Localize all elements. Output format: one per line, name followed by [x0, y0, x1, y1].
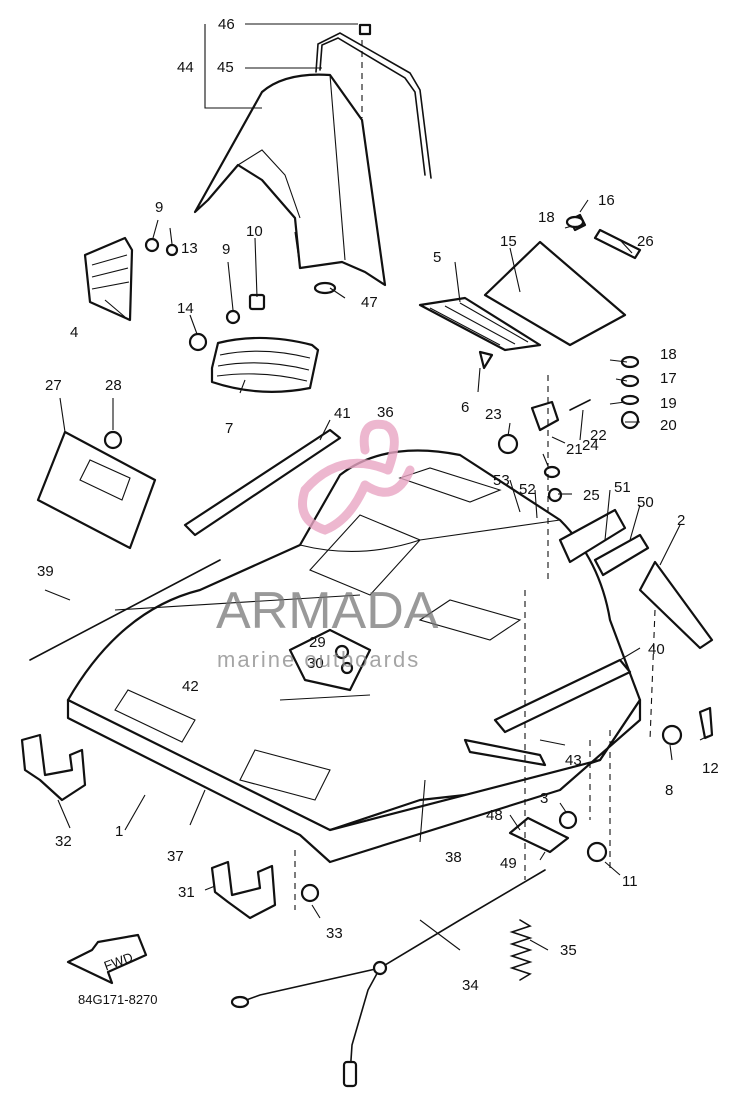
callout-label: 34 — [462, 977, 479, 994]
callout-label: 13 — [181, 240, 198, 257]
callout-labels: 46 45 44 9 13 10 9 14 4 7 15 5 16 18 26 … — [37, 16, 719, 994]
callout-label: 24 — [582, 437, 599, 454]
callout-label: 45 — [217, 59, 234, 76]
part-latch-31 — [210, 860, 277, 920]
part-plate-48-49 — [508, 816, 570, 854]
part-panel-27 — [36, 430, 157, 550]
part-cable-34 — [230, 869, 546, 1088]
part-plate-51 — [558, 508, 627, 564]
callout-label: 36 — [377, 404, 394, 421]
part-spring-35 — [509, 919, 533, 981]
callout-label: 39 — [37, 563, 54, 580]
callout-label: 47 — [361, 294, 378, 311]
callout-label: 9 — [155, 199, 163, 216]
callout-label: 14 — [177, 300, 194, 317]
callout-label: 11 — [622, 873, 638, 890]
callout-label: 31 — [178, 884, 195, 901]
brand-tagline: marine outboards — [217, 647, 420, 672]
callout-label: 6 — [461, 399, 469, 416]
callout-label: 52 — [519, 481, 536, 498]
part-latch-32 — [20, 733, 87, 802]
callout-label: 41 — [334, 405, 351, 422]
callout-label: 20 — [660, 417, 677, 434]
callout-label: 19 — [660, 395, 677, 412]
callout-label: 1 — [115, 823, 123, 840]
callout-label: 8 — [665, 782, 673, 799]
fwd-arrow-icon: FWD — [66, 933, 148, 985]
part-plate-15 — [483, 240, 627, 347]
part-grille-2 — [638, 560, 714, 650]
callout-label: 29 — [309, 634, 326, 651]
callout-label: 48 — [486, 807, 503, 824]
drawing-code: 84G171-8270 — [78, 992, 158, 1007]
part-plate-5 — [418, 296, 542, 352]
callout-label: 26 — [637, 233, 654, 250]
part-grille-7 — [210, 336, 320, 393]
part-bracket-29-30 — [288, 628, 372, 692]
armada-logo-icon — [298, 419, 415, 535]
part-plate-50 — [593, 533, 650, 577]
callout-label: 38 — [445, 849, 462, 866]
callout-label: 49 — [500, 855, 517, 872]
part-top-cowling — [193, 73, 387, 287]
callout-label: 53 — [493, 472, 510, 489]
callout-label: 4 — [70, 324, 78, 341]
part-seal-46 — [315, 23, 432, 179]
armada-watermark: ARMADA marine outboards — [216, 419, 439, 672]
callout-label: 32 — [55, 833, 72, 850]
callout-label: 17 — [660, 370, 677, 387]
assembly-lines — [114, 40, 656, 910]
callout-label: 40 — [648, 641, 665, 658]
callout-label: 2 — [677, 512, 685, 529]
callout-label: 22 — [590, 427, 607, 444]
part-strip-40 — [493, 658, 632, 734]
part-rod-39 — [29, 559, 221, 661]
part-strip-41 — [183, 428, 342, 537]
callout-label: 7 — [225, 420, 233, 437]
brand-name: ARMADA — [216, 582, 439, 640]
callout-label: 37 — [167, 848, 184, 865]
callout-label: 9 — [222, 241, 230, 258]
callout-label: 44 — [177, 59, 194, 76]
callout-label: 5 — [433, 249, 441, 266]
callout-label: 43 — [565, 752, 582, 769]
callout-label: 18 — [660, 346, 677, 363]
callout-label: 50 — [637, 494, 654, 511]
callout-label: 27 — [45, 377, 62, 394]
leader-lines — [44, 23, 709, 951]
callout-label: 23 — [485, 406, 502, 423]
callout-label: 33 — [326, 925, 343, 942]
callout-label: 35 — [560, 942, 577, 959]
callout-label: 42 — [182, 678, 199, 695]
callout-label: 12 — [702, 760, 719, 777]
part-grille-4 — [83, 236, 134, 322]
part-bottom-cowling — [66, 449, 642, 864]
part-decal-42 — [114, 689, 196, 743]
callout-label: 51 — [614, 479, 631, 496]
callout-label: 18 — [538, 209, 555, 226]
callout-label: 10 — [246, 223, 263, 240]
callout-label: 15 — [500, 233, 517, 250]
callout-label: 3 — [540, 790, 548, 807]
callout-label: 25 — [583, 487, 600, 504]
callout-label: 30 — [307, 655, 324, 672]
callout-label: 46 — [218, 16, 235, 33]
callout-label: 21 — [566, 441, 583, 458]
callout-label: 28 — [105, 377, 122, 394]
callout-label: 16 — [598, 192, 615, 209]
